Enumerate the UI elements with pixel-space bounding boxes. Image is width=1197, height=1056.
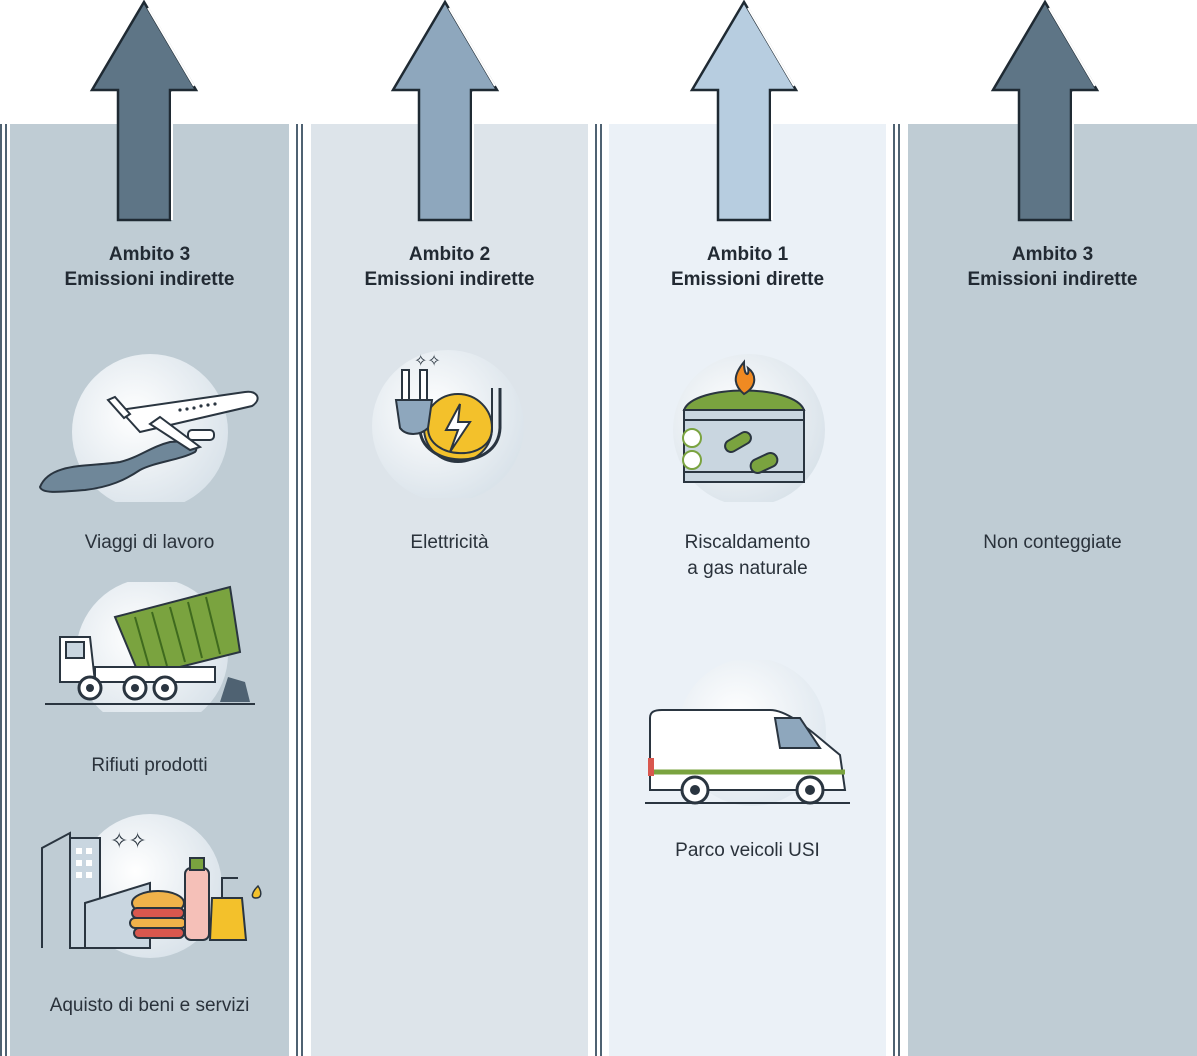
up-arrow-icon <box>689 0 799 222</box>
column-divider <box>0 124 8 1056</box>
gas-tank-icon <box>673 354 825 502</box>
column-scope3-right <box>908 124 1197 1056</box>
up-arrow-icon <box>990 0 1100 222</box>
electric-plug-icon: ✧✧ <box>372 350 524 498</box>
item-label-line2: a gas naturale <box>687 558 808 579</box>
item-label: Non conteggiate <box>983 532 1122 553</box>
item-label: Aquisto di beni e servizi <box>49 995 250 1016</box>
scope-title: Ambito 3 <box>108 244 191 265</box>
item-label: Elettricità <box>410 532 489 553</box>
column-heading: Ambito 3 Emissioni indirette <box>10 242 289 292</box>
column-heading: Ambito 1 Emissioni dirette <box>609 242 886 292</box>
garbage-truck-icon <box>45 582 255 712</box>
up-arrow-icon <box>390 0 500 222</box>
column-heading: Ambito 3 Emissioni indirette <box>908 242 1197 292</box>
svg-text:✧✧: ✧✧ <box>110 829 147 854</box>
column-scope2 <box>311 124 588 1056</box>
item-label: Rifiuti prodotti <box>91 755 208 776</box>
item-label: Viaggi di lavoro <box>84 532 215 553</box>
column-divider <box>893 124 901 1056</box>
column-heading: Ambito 2 Emissioni indirette <box>311 242 588 292</box>
column-divider <box>296 124 304 1056</box>
item-label: Riscaldamento <box>684 532 811 553</box>
item-label: Parco veicoli USI <box>675 840 820 861</box>
up-arrow-icon <box>89 0 199 222</box>
column-scope1 <box>609 124 886 1056</box>
scope-title: Ambito 3 <box>1011 244 1094 265</box>
van-icon <box>645 660 850 806</box>
scope-type: Emissioni indirette <box>364 269 535 290</box>
scope-title: Ambito 1 <box>706 244 789 265</box>
airplane-icon <box>38 354 259 502</box>
svg-text:✧✧: ✧✧ <box>414 351 441 370</box>
scope-type: Emissioni dirette <box>670 269 825 290</box>
scope-title: Ambito 2 <box>408 244 491 265</box>
column-divider <box>595 124 603 1056</box>
goods-icon: ✧✧ <box>41 814 262 958</box>
scope-type: Emissioni indirette <box>967 269 1138 290</box>
scope-type: Emissioni indirette <box>64 269 235 290</box>
